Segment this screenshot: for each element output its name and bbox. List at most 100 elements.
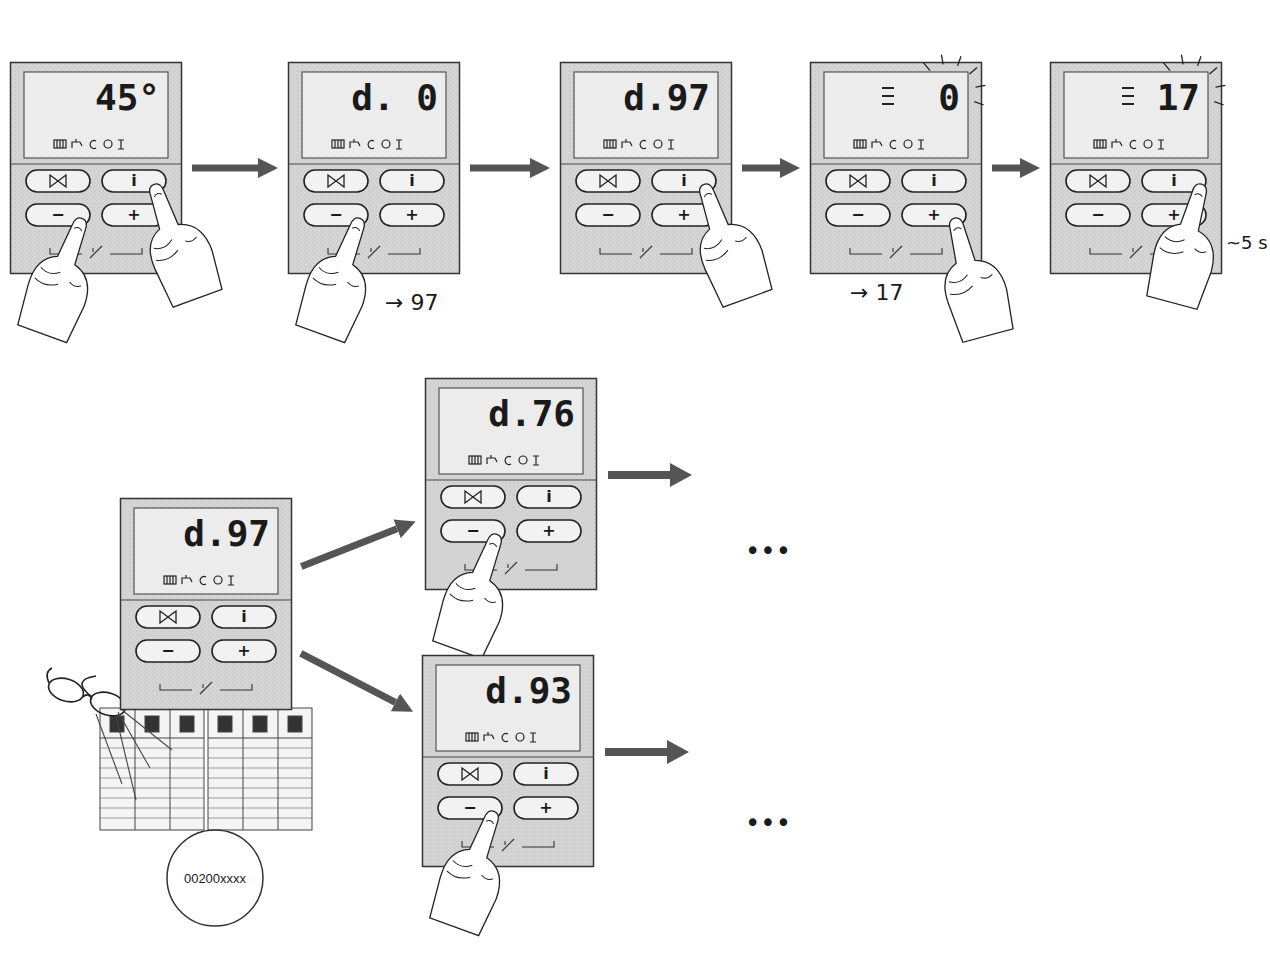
display-reading: d.97 bbox=[623, 80, 710, 116]
hourglass-symbol bbox=[160, 611, 176, 623]
display-reading: d.93 bbox=[485, 673, 572, 709]
table-rule bbox=[208, 778, 312, 779]
table-rule bbox=[100, 748, 204, 749]
button-label: + bbox=[652, 204, 716, 226]
table-rule bbox=[135, 708, 136, 830]
table-rule bbox=[208, 737, 312, 738]
push-button bbox=[380, 204, 444, 226]
control-panel: d.76i−+ bbox=[425, 378, 597, 590]
control-panel: d.97i−+ bbox=[120, 498, 292, 710]
flow-arrow bbox=[301, 653, 396, 702]
button-label: − bbox=[304, 204, 368, 226]
panel-texture bbox=[289, 63, 459, 273]
table-rule bbox=[100, 758, 204, 759]
flow-arrow bbox=[992, 165, 1020, 172]
table-rule bbox=[208, 768, 312, 769]
hourglass-symbol bbox=[462, 768, 478, 780]
status-icons bbox=[54, 139, 124, 149]
control-panel: 0i−+ bbox=[810, 62, 982, 274]
button-label: + bbox=[514, 797, 578, 819]
panel-texture bbox=[426, 379, 596, 589]
push-button bbox=[576, 204, 640, 226]
code-table bbox=[100, 708, 312, 830]
panel-texture bbox=[423, 656, 593, 866]
display-reading: 45° bbox=[95, 80, 160, 116]
push-button bbox=[1066, 204, 1130, 226]
block-arrow bbox=[605, 740, 689, 764]
button-label: i bbox=[514, 763, 578, 785]
push-button bbox=[380, 170, 444, 192]
hourglass-symbol bbox=[850, 175, 866, 187]
hourglass-symbol bbox=[465, 491, 481, 503]
display-window bbox=[574, 72, 718, 158]
hand bbox=[927, 210, 1017, 343]
table-rule bbox=[208, 758, 312, 759]
flow-arrow bbox=[742, 165, 780, 172]
hand bbox=[127, 173, 225, 308]
status-icons bbox=[164, 575, 234, 585]
control-panel: 17i−+ bbox=[1050, 62, 1222, 274]
button-label: − bbox=[1066, 204, 1130, 226]
button-label: − bbox=[826, 204, 890, 226]
push-button bbox=[26, 170, 90, 192]
push-button bbox=[304, 170, 368, 192]
button-label: + bbox=[212, 640, 276, 662]
button-label: + bbox=[380, 204, 444, 226]
panel-divider bbox=[422, 757, 594, 758]
reference-circle: 00200xxxx bbox=[165, 828, 265, 928]
button-label: − bbox=[438, 797, 502, 819]
segment-mark bbox=[1122, 88, 1134, 104]
button-label: − bbox=[576, 204, 640, 226]
panel-divider bbox=[810, 164, 982, 165]
panel-divider bbox=[1050, 164, 1222, 165]
hourglass-symbol bbox=[50, 175, 66, 187]
display-window bbox=[1064, 72, 1208, 158]
display-window bbox=[824, 72, 968, 158]
push-button bbox=[438, 763, 502, 785]
continuation-dots: ••• bbox=[745, 536, 791, 566]
button-label: + bbox=[902, 204, 966, 226]
button-label: − bbox=[26, 204, 90, 226]
flow-arrow bbox=[192, 165, 258, 172]
button-label: i bbox=[212, 606, 276, 628]
control-panel: d.93 i−+ bbox=[422, 655, 594, 867]
control-panel: d.97i−+ bbox=[560, 62, 732, 274]
button-label: − bbox=[441, 520, 505, 542]
table-icon bbox=[253, 716, 267, 732]
panel-divider bbox=[288, 164, 460, 165]
push-button bbox=[902, 170, 966, 192]
control-panel: d. 0i−+ bbox=[288, 62, 460, 274]
glasses bbox=[45, 668, 128, 720]
status-icons bbox=[854, 139, 924, 149]
push-button bbox=[576, 170, 640, 192]
segment-mark bbox=[882, 88, 894, 104]
table-rule bbox=[208, 748, 312, 749]
hand bbox=[14, 209, 112, 344]
panel-divider bbox=[10, 164, 182, 165]
status-icons bbox=[332, 139, 402, 149]
control-panel: 45°i−+ bbox=[10, 62, 182, 274]
table-rule bbox=[100, 818, 204, 819]
table-rule bbox=[208, 808, 312, 809]
sight-lines bbox=[96, 710, 172, 800]
table-icon bbox=[288, 716, 302, 732]
table-rule bbox=[100, 778, 204, 779]
button-label: + bbox=[102, 204, 166, 226]
bracket-symbol bbox=[160, 682, 252, 694]
hourglass-symbol bbox=[328, 175, 344, 187]
display-reading: d.97 bbox=[183, 516, 270, 552]
table-icon bbox=[180, 716, 194, 732]
push-button bbox=[212, 640, 276, 662]
part-number: 00200xxxx bbox=[165, 828, 265, 928]
hand bbox=[429, 525, 527, 660]
table-rule bbox=[170, 708, 171, 830]
table-icon bbox=[218, 716, 232, 732]
display-window bbox=[436, 665, 580, 751]
push-button bbox=[212, 606, 276, 628]
push-button bbox=[441, 486, 505, 508]
display-window bbox=[134, 508, 278, 594]
table-rule bbox=[208, 788, 312, 789]
target-value: → 17 bbox=[850, 280, 903, 305]
status-icons bbox=[469, 455, 539, 465]
